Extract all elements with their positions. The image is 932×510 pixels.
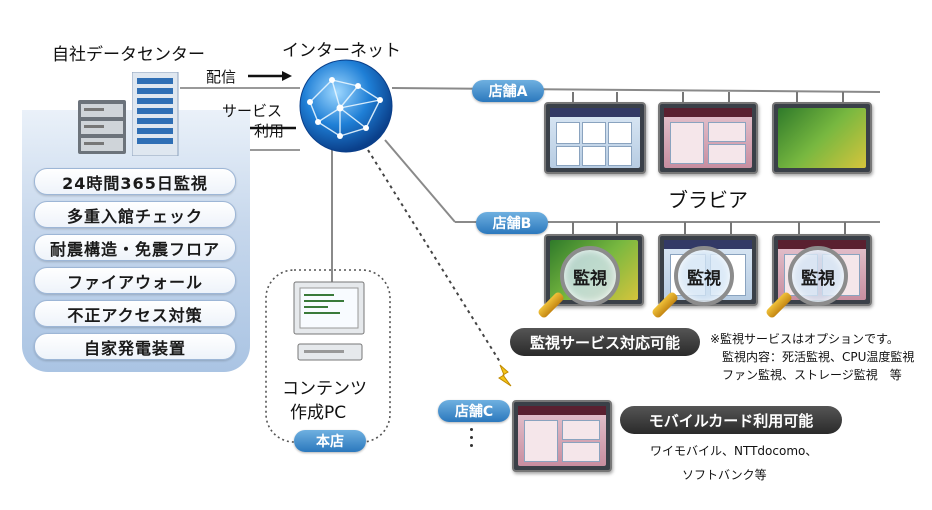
display-store-c [512, 400, 612, 472]
monitor-tag: 監視 [687, 268, 721, 289]
pc-label-line2: 作成PC [290, 403, 347, 423]
internet-globe-icon [299, 59, 393, 153]
note-line-2: 監視内容：死活監視、CPU温度監視 [722, 350, 915, 364]
note-line-1: ※監視サービスはオプションです。 [710, 332, 899, 346]
store-b-label: 店舗B [476, 212, 548, 234]
feature-badge: 自家発電装置 [34, 333, 236, 360]
monitor-service-pill: 監視サービス対応可能 [510, 328, 700, 356]
pc-icon [293, 281, 365, 361]
mobile-line-2: ソフトバンク等 [682, 468, 767, 482]
display-store-a-1 [544, 102, 646, 174]
product-label: ブラビア [668, 188, 748, 212]
magnifier-icon: 監視 [560, 246, 620, 306]
mobile-card-pill: モバイルカード利用可能 [620, 406, 842, 434]
display-store-a-3 [772, 102, 872, 174]
feature-badge: 不正アクセス対策 [34, 300, 236, 327]
feature-badge: 24時間365日監視 [34, 168, 236, 195]
monitor-tag: 監視 [801, 268, 835, 289]
wireless-bolt-icon [498, 364, 512, 387]
internet-label: インターネット [282, 41, 401, 61]
display-store-a-2 [658, 102, 758, 174]
feature-badge: ファイアウォール [34, 267, 236, 294]
service-label-line1: サービス [222, 102, 283, 120]
feature-badge: 耐震構造・免震フロア [34, 234, 236, 261]
pc-label-line1: コンテンツ [282, 379, 367, 399]
datacenter-title: 自社データセンター [52, 45, 205, 65]
store-c-label: 店舗C [438, 400, 510, 422]
service-label-line2: 利用 [254, 122, 285, 140]
magnifier-icon: 監視 [674, 246, 734, 306]
note-line-3: ファン監視、ストレージ監視 等 [722, 368, 902, 382]
headquarters-label: 本店 [294, 430, 366, 452]
server-rack-icon [78, 100, 126, 154]
mobile-line-1: ワイモバイル、NTTdocomo、 [650, 444, 818, 458]
feature-badge: 多重入館チェック [34, 201, 236, 228]
delivery-label: 配信 [206, 68, 237, 86]
magnifier-icon: 監視 [788, 246, 848, 306]
store-a-label: 店舗A [472, 80, 544, 102]
building-icon [132, 72, 179, 156]
monitor-tag: 監視 [573, 268, 607, 289]
